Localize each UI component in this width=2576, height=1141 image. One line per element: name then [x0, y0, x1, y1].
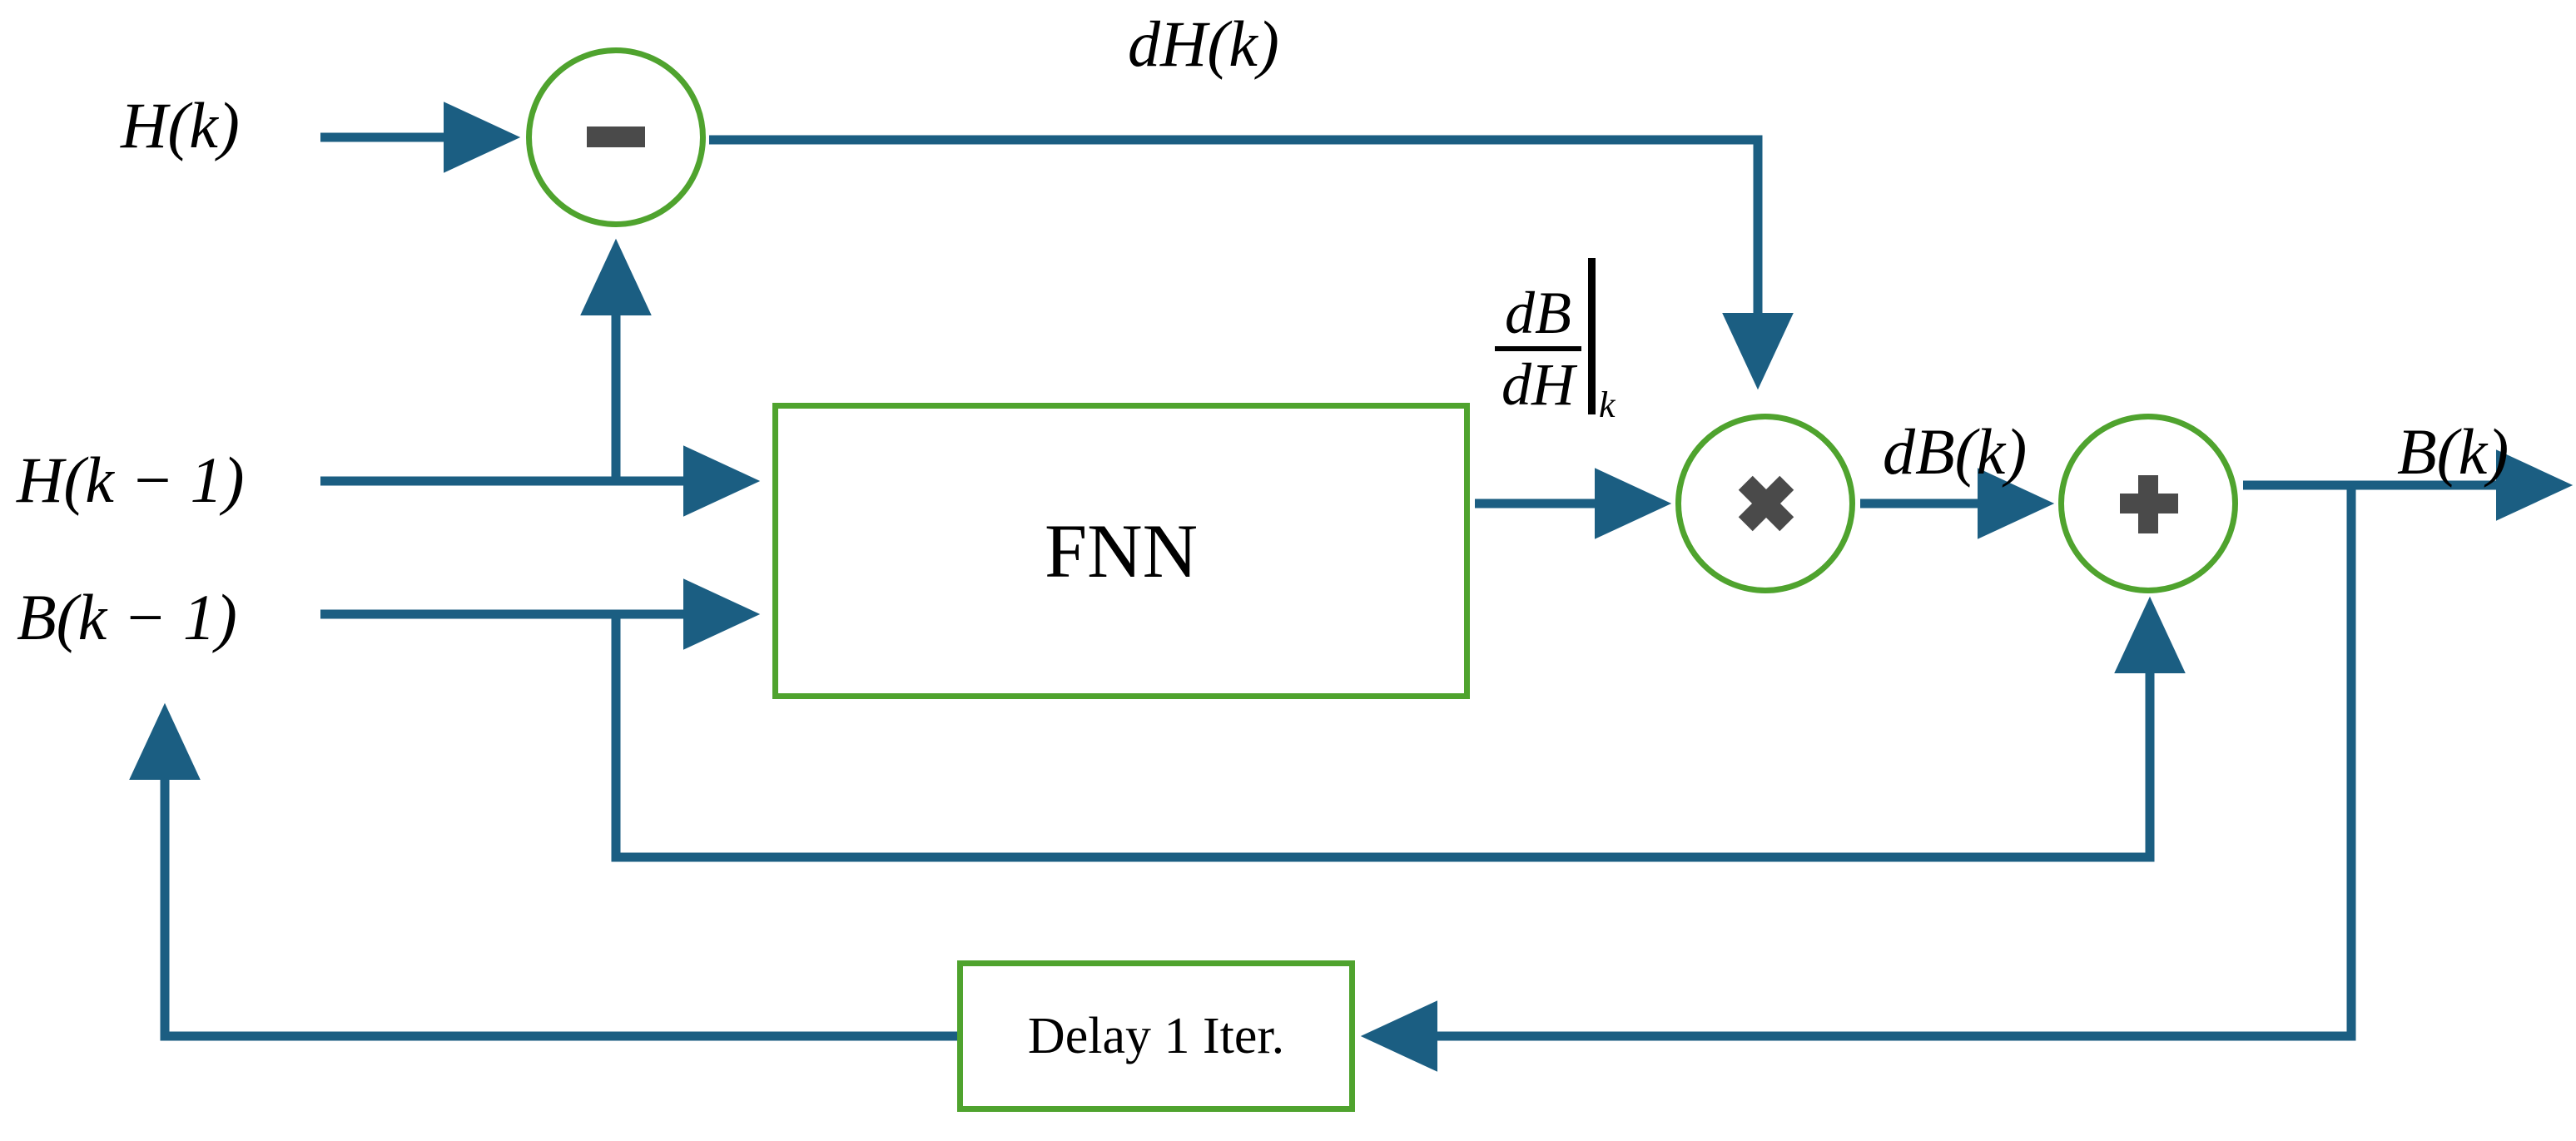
wire-dhk-to-multiply	[709, 135, 1794, 390]
wire-delay-to-bk1	[129, 702, 957, 1041]
evaluation-bar-icon	[1588, 258, 1596, 414]
label-input-h-k-minus-1: H(k − 1)	[17, 444, 245, 516]
label-input-h-k: H(k)	[121, 89, 240, 161]
wire-bk-branch-to-delay	[1360, 485, 2356, 1072]
label-signal-db-k: dB(k)	[1883, 415, 2028, 488]
derivative-evaluation-subscript: k	[1599, 384, 1616, 425]
label-derivative-db-dh: dB dH k	[1495, 258, 1616, 425]
fnn-block-label: FNN	[1044, 508, 1199, 593]
derivative-numerator: dB	[1505, 280, 1571, 346]
wire-bk1-branch-to-add	[611, 596, 2186, 862]
label-output-b-k: B(k)	[2397, 415, 2509, 488]
minus-icon	[587, 127, 645, 147]
derivative-denominator: dH	[1495, 346, 1581, 414]
fnn-block[interactable]: FNN	[772, 403, 1470, 699]
label-signal-dh-k: dH(k)	[1128, 7, 1279, 80]
plus-icon-stroke-2	[2138, 475, 2158, 533]
label-input-b-k-minus-1: B(k − 1)	[17, 581, 237, 653]
delay-block[interactable]: Delay 1 Iter.	[957, 960, 1355, 1112]
delay-block-label: Delay 1 Iter.	[1027, 1007, 1285, 1064]
